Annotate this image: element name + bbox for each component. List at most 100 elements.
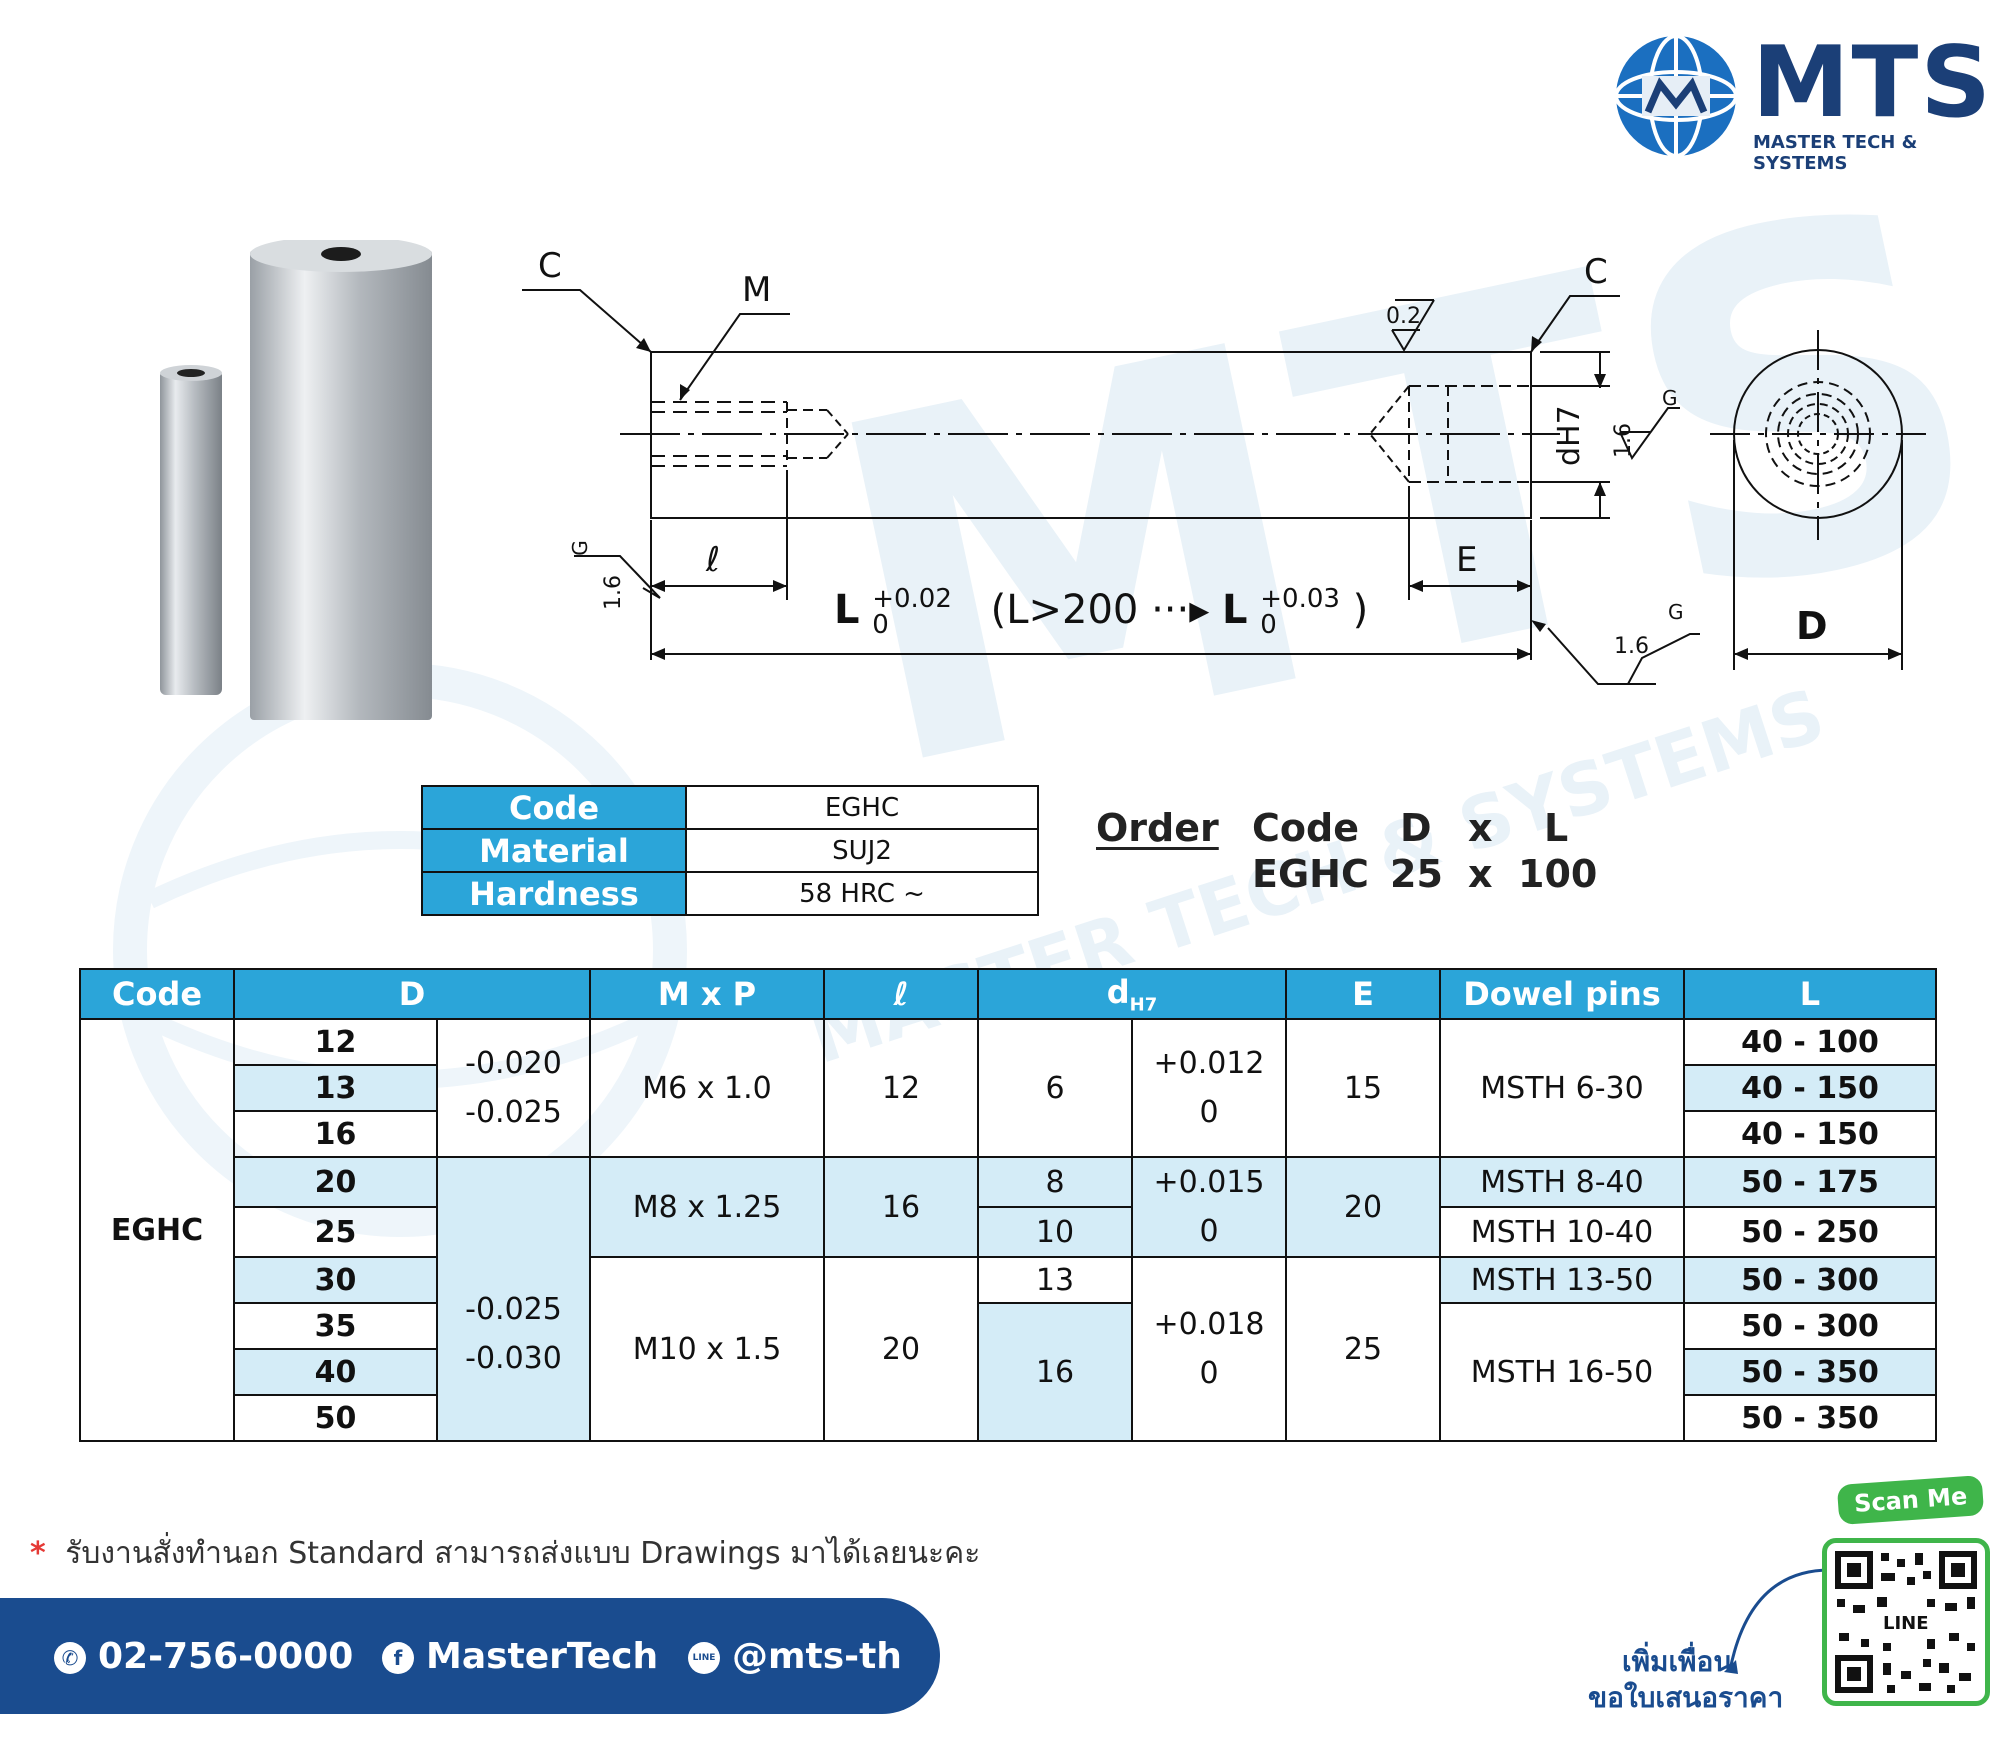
facebook-name: MasterTech [426,1636,659,1677]
length-close: ) [1352,587,1369,633]
contact-line[interactable]: LINE@mts-th [688,1636,902,1677]
header-mxp: M x P [589,968,825,1020]
qr-pattern-icon [1835,1551,1977,1693]
label-g-1: G [1662,386,1678,410]
contact-bar: ✆02-756-0000 f MasterTech LINE@mts-th [0,1598,940,1714]
table-row: EGHC 12 -0.020 -0.025 M6 x 1.0 12 6 +0.0… [79,1018,1937,1442]
cell-dowel: MSTH 13-50 [1439,1256,1685,1304]
table-row: 50 50 - 350 [80,1394,1937,1442]
table-row: 30 M10 x 1.5 20 13 +0.018 0 25 MSTH 13-5… [80,1256,1937,1442]
header-l-small: ℓ [823,968,979,1020]
label-g-2: G [567,540,592,556]
table-row: 25 10 MSTH 10-40 50 - 250 [80,1206,1937,1258]
cell-mxp: M10 x 1.5 [589,1256,825,1442]
cell-l-range: 40 - 150 [1683,1064,1937,1112]
mts-globe-logo-icon [1614,34,1738,158]
brand-tagline: MASTER TECH & SYSTEMS [1753,132,1918,174]
label-m: M [742,270,772,310]
cell-d: 13 [233,1064,438,1112]
header-d: D [233,968,591,1020]
cell-d: 50 [233,1394,438,1442]
d-tol-upper: -0.025 [465,1292,562,1327]
phone-icon: ✆ [54,1642,86,1674]
order-header-d: D [1400,806,1432,850]
cell-e: 20 [1285,1156,1441,1258]
length-condition: (L>200 ···▸ [990,587,1210,633]
table-row: 40 50 - 350 [80,1348,1937,1396]
cell-d: 35 [233,1302,438,1350]
cell-l-small: 20 [823,1256,979,1442]
spec-value: EGHC [685,785,1039,830]
table-row: 35 16 MSTH 16-50 50 - 300 [80,1302,1937,1442]
qr-line-label: LINE [1883,1613,1929,1634]
brand-name: MTS [1752,26,1993,140]
cell-e: 25 [1285,1256,1441,1442]
table-header-row: Code D M x P ℓ dH7 E Dowel pins L [79,968,1937,1020]
cell-d: 16 [233,1110,438,1158]
cell-dh7-tol: +0.018 0 [1131,1256,1287,1442]
technical-drawing [522,289,1926,685]
header-code: Code [79,968,235,1020]
note-text: รับงานสั่งทำนอก Standard สามารถส่งแบบ Dr… [65,1536,981,1571]
spec-key: Hardness [421,871,687,916]
dh7-tol-lower: 0 [1199,1214,1219,1249]
dh7-tol-lower: 0 [1199,1095,1219,1130]
d-tol-lower: -0.025 [465,1095,562,1130]
cell-d-tol: -0.025 -0.030 [436,1156,591,1442]
cell-d: 30 [233,1256,438,1304]
header-dh7-sub: H7 [1129,994,1158,1016]
note-star: * [30,1536,46,1571]
cell-l-range: 40 - 150 [1683,1110,1937,1158]
spec-key: Code [421,785,687,830]
cell-mxp: M6 x 1.0 [589,1018,825,1158]
cell-d: 25 [233,1206,438,1258]
cell-dh7: 10 [977,1206,1133,1258]
arrow-icon [1724,1568,1831,1674]
contact-phone[interactable]: ✆02-756-0000 [54,1636,353,1677]
cell-dowel: MSTH 16-50 [1439,1302,1685,1442]
line-icon-text: LINE [692,1653,716,1663]
cell-e: 15 [1285,1018,1441,1158]
facebook-icon: f [382,1642,414,1674]
length-l-2: L [1222,587,1248,633]
length-tol-zero-1: 0 [872,610,889,640]
header-dh7-main: d [1106,972,1130,1011]
qr-add-friend: เพิ่มเพื่อน [1622,1645,1733,1678]
order-example-l: 100 [1518,852,1598,896]
cell-dh7-tol: +0.012 0 [1131,1018,1287,1158]
product-photo [160,240,432,720]
order-header-l: L [1544,806,1569,850]
line-icon: LINE [688,1642,720,1674]
spec-value: SUJ2 [685,828,1039,873]
contact-facebook[interactable]: f MasterTech [382,1636,658,1677]
cell-l-small: 12 [823,1018,979,1158]
length-tol-plus-1: +0.02 [872,584,952,614]
cell-l-range: 50 - 350 [1683,1348,1937,1396]
table-row: 13 40 - 150 [80,1064,1937,1112]
cell-d: 40 [233,1348,438,1396]
length-tol-zero-2: 0 [1260,610,1277,640]
cell-l-range: 50 - 300 [1683,1302,1937,1350]
cell-l-range: 50 - 250 [1683,1206,1937,1258]
table-row: 16 40 - 150 [80,1110,1937,1158]
header-l-range: L [1683,968,1937,1020]
label-d: D [1796,604,1828,648]
cell-dowel: MSTH 10-40 [1439,1206,1685,1258]
d-tol-upper: -0.020 [465,1046,562,1081]
cell-l-range: 50 - 175 [1683,1156,1937,1208]
cell-dowel: MSTH 6-30 [1439,1018,1685,1158]
cell-dh7-tol: +0.015 0 [1131,1156,1287,1258]
label-roughness-1: 1.6 [1611,423,1636,458]
qr-code[interactable]: LINE [1822,1538,1990,1706]
order-header-x: x [1468,806,1493,850]
cell-dh7: 13 [977,1256,1133,1304]
header-dh7: dH7 [977,968,1287,1020]
dimension-table: Code D M x P ℓ dH7 E Dowel pins L EGHC 1… [79,968,1937,1442]
dh7-tol-lower: 0 [1199,1356,1219,1391]
label-g-3: G [1668,600,1684,624]
d-tol-lower: -0.030 [465,1341,562,1376]
label-dh7: dH7 [1552,405,1587,466]
spec-key: Material [421,828,687,873]
label-c-right: C [1584,252,1608,292]
spec-value: 58 HRC ~ [685,871,1039,916]
